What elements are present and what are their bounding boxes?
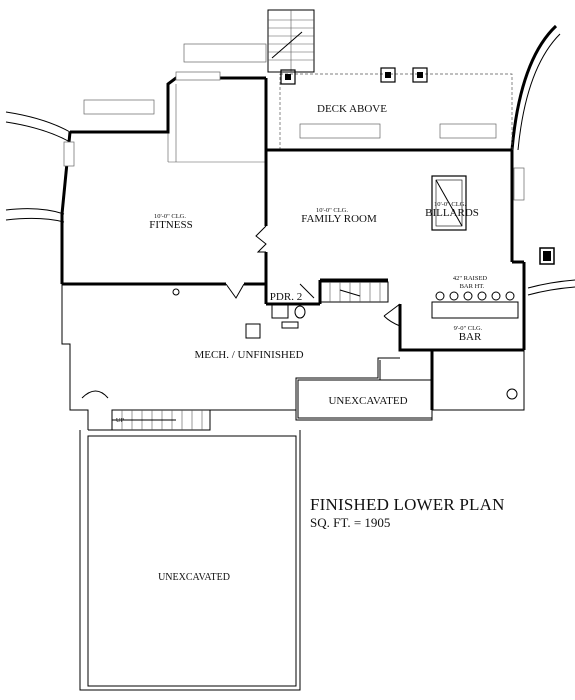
billiards-room-label: BILLARDS <box>425 207 479 219</box>
mechanical-room-label: MECH. / UNFINISHED <box>194 349 303 361</box>
curved-retaining-walls <box>5 24 575 296</box>
bar-room-label: BAR <box>459 331 482 343</box>
walls <box>60 76 526 691</box>
bar-ceiling-label: 9'-0" CLG. <box>454 325 483 332</box>
plan-title-block: FINISHED LOWER PLAN SQ. FT. = 1905 <box>310 495 505 530</box>
deck-posts <box>280 67 428 85</box>
plan-square-footage: SQ. FT. = 1905 <box>310 515 390 530</box>
exterior-stair <box>267 9 315 73</box>
fitness-ceiling-label: 10'-0" CLG. <box>154 213 186 220</box>
deck-above <box>83 43 513 163</box>
billiards-ceiling-label: 10'-0" CLG. <box>434 201 466 208</box>
family-room-label: FAMILY ROOM <box>301 213 377 225</box>
family-room-ceiling-label: 10'-0" CLG. <box>316 207 348 214</box>
stair-up-label: UP <box>116 417 125 424</box>
labels: DECK ABOVE 10'-0" CLG. FITNESS 10'-0" CL… <box>116 103 488 583</box>
powder-room-label: PDR. 2 <box>270 291 302 303</box>
interior-stair <box>319 281 389 303</box>
bar-raised-label: 42" RAISED <box>453 275 488 282</box>
unexcavated-lower-label: UNEXCAVATED <box>158 572 230 583</box>
plan-title: FINISHED LOWER PLAN <box>310 495 505 514</box>
deck-above-label: DECK ABOVE <box>317 103 387 115</box>
doors <box>81 225 401 399</box>
unexcavated-upper-label: UNEXCAVATED <box>328 395 407 407</box>
lower-stair <box>111 409 211 431</box>
windows <box>63 71 525 201</box>
fitness-room-label: FITNESS <box>149 219 192 231</box>
fixtures <box>172 175 555 400</box>
bar-height-label: BAR HT. <box>460 283 485 290</box>
